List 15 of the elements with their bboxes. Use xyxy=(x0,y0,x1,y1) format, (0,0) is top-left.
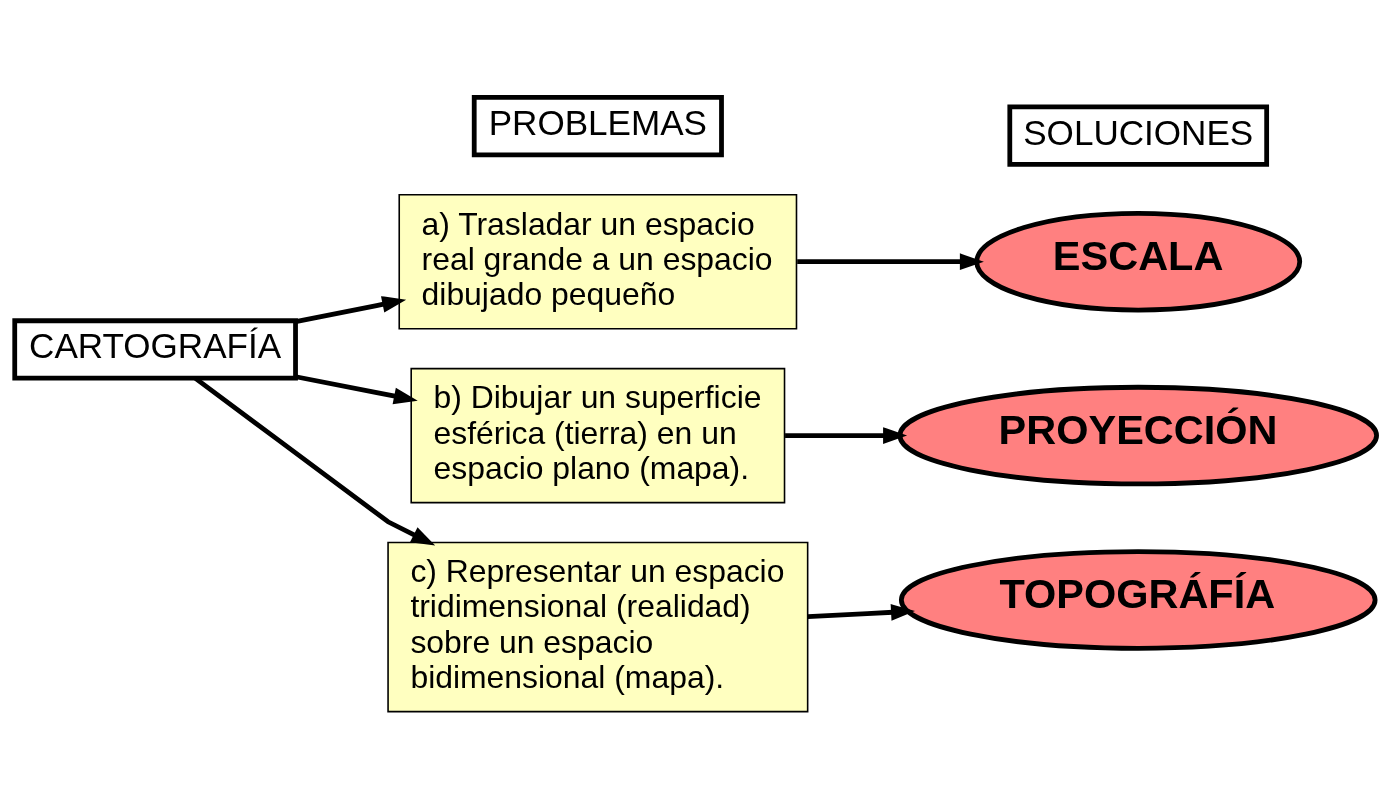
node-box: PROBLEMAS xyxy=(471,95,724,158)
arrow xyxy=(295,374,418,405)
node-ellipse: ESCALA xyxy=(974,210,1303,313)
arrow xyxy=(785,427,908,444)
node-box: c) Representar un espacio tridimensional (realidad) sobre un espacio bidimensional (mapa). xyxy=(387,541,809,713)
node-box: SOLUCIONES xyxy=(1007,104,1270,167)
arrow xyxy=(797,253,984,271)
node-box: a) Trasladar un espacio real grande a un espacio dibujado pequeño xyxy=(398,193,798,330)
arrow xyxy=(194,376,436,546)
arrow xyxy=(807,603,916,621)
node-ellipse: PROYECCIÓN xyxy=(897,384,1379,487)
node-ellipse: TOPOGRÁFÍA xyxy=(898,549,1378,651)
node-box: b) Dibujar un superficie esférica (tierra) en un espacio plano (mapa). xyxy=(410,367,786,504)
node-box: CARTOGRAFÍA xyxy=(12,318,298,381)
arrow xyxy=(295,296,407,325)
